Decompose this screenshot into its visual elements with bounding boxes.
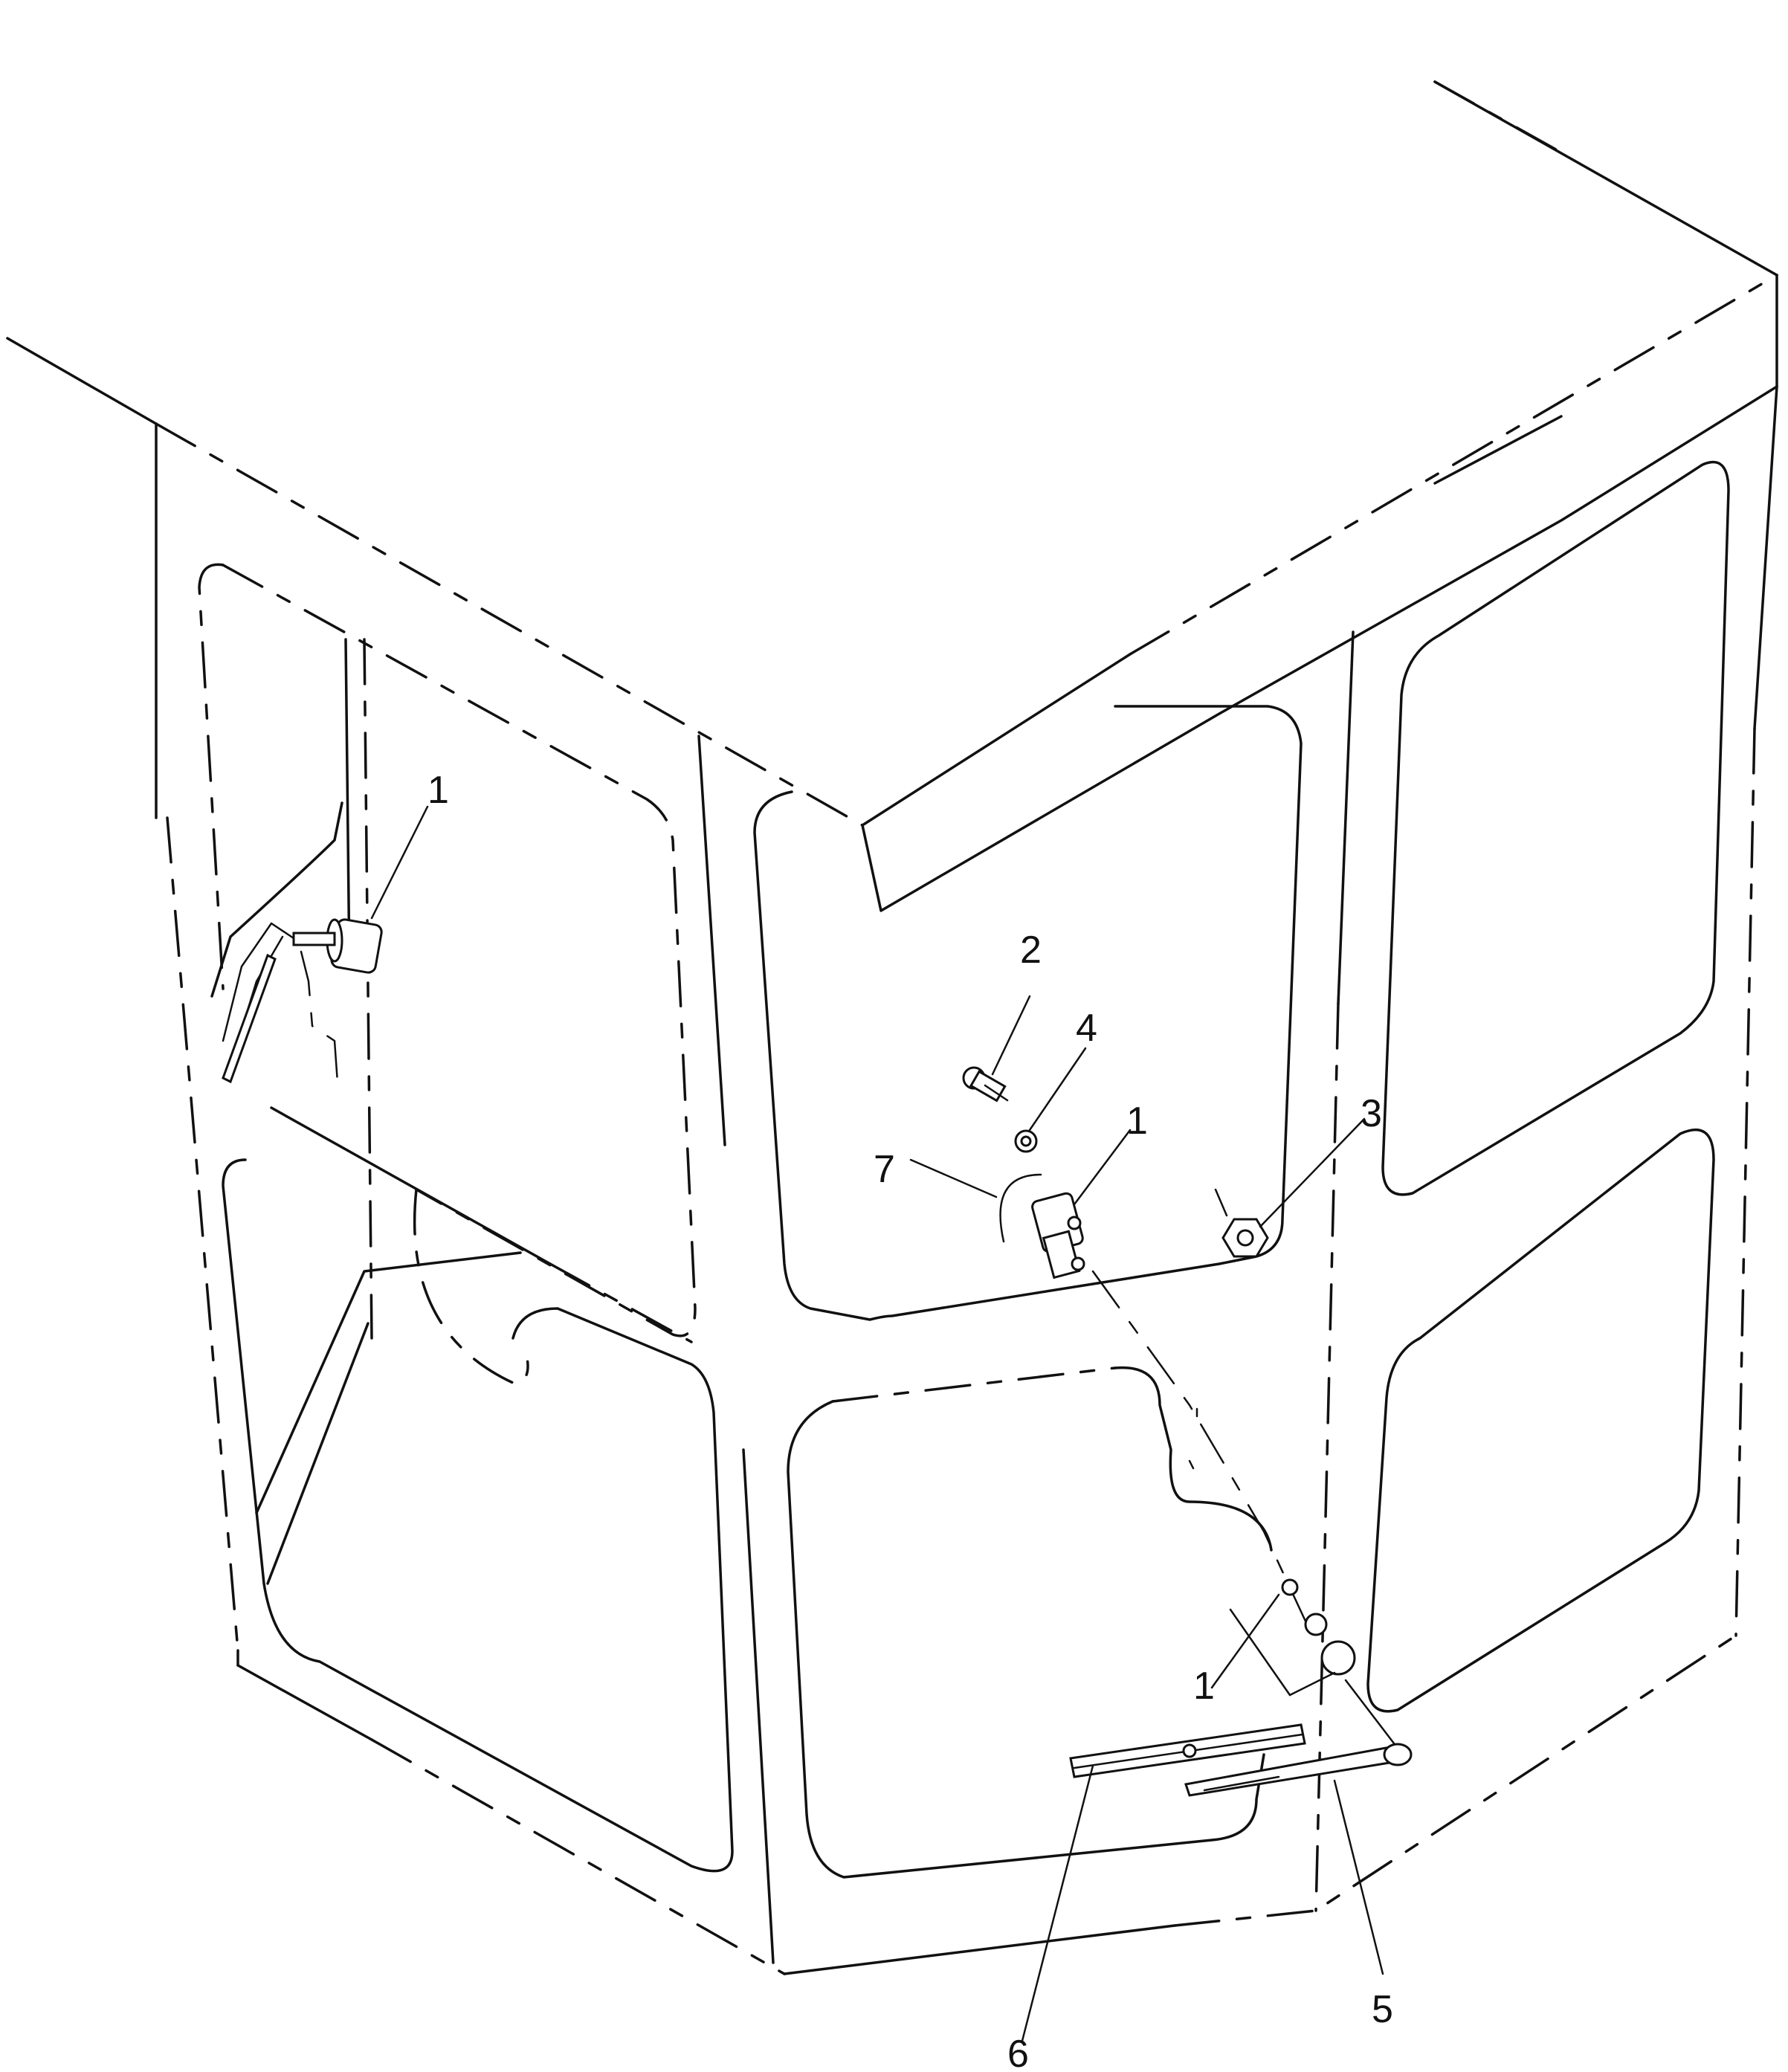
hose-clip bbox=[999, 1173, 1042, 1243]
leader-lines bbox=[370, 805, 1384, 2042]
callouts: 1 2 4 1 3 7 1 5 6 bbox=[427, 769, 1393, 2072]
callout-1-rear-motor: 1 bbox=[427, 769, 449, 812]
rear-wiper-motor bbox=[222, 918, 383, 1094]
wiper-shaft-hardware bbox=[1091, 1270, 1395, 1745]
wiper-arm bbox=[1184, 1743, 1413, 1797]
callout-7-clip: 7 bbox=[874, 1148, 895, 1191]
shaft-cap bbox=[1320, 1640, 1356, 1676]
bolt bbox=[962, 1066, 1009, 1103]
wiper-blade bbox=[1069, 1723, 1306, 1778]
cab-body bbox=[6, 80, 1778, 1975]
nut bbox=[1221, 1218, 1269, 1258]
callout-3-nut: 3 bbox=[1361, 1092, 1382, 1135]
callout-6-blade: 6 bbox=[1007, 2033, 1029, 2072]
wiper-motor bbox=[1031, 1192, 1085, 1279]
shaft-nut bbox=[1304, 1613, 1328, 1636]
washer bbox=[1014, 1129, 1038, 1153]
callout-1-shaft-kit: 1 bbox=[1193, 1665, 1215, 1708]
window-panels bbox=[198, 460, 1730, 1879]
shaft-washer bbox=[1281, 1578, 1299, 1596]
callout-2-bolt: 2 bbox=[1020, 929, 1042, 972]
callout-1-front-motor: 1 bbox=[1126, 1100, 1148, 1143]
callout-4-washer: 4 bbox=[1076, 1007, 1097, 1050]
callout-5-arm: 5 bbox=[1372, 1988, 1393, 2031]
front-wiper-motor-assembly bbox=[962, 1066, 1269, 1279]
